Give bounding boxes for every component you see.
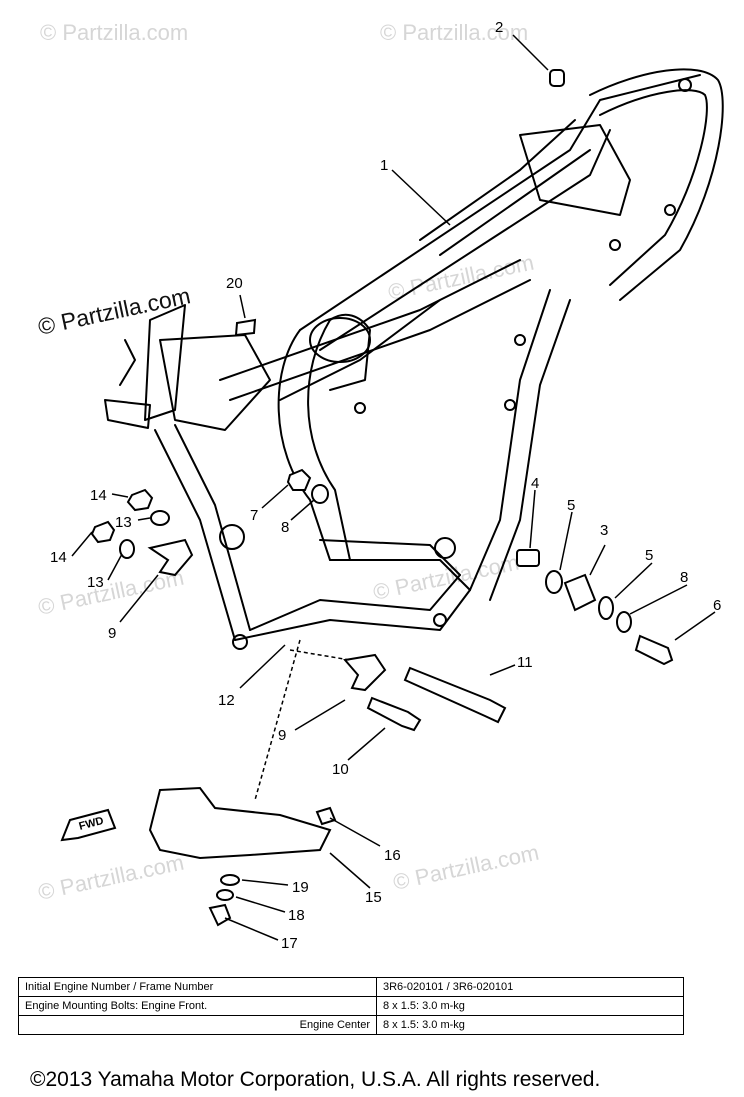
callout-3: 3	[600, 522, 608, 539]
washer-part	[545, 570, 563, 594]
table-row: Engine Center 8 x 1.5: 3.0 m-kg	[18, 1015, 684, 1035]
copyright-notice: ©2013 Yamaha Motor Corporation, U.S.A. A…	[30, 1068, 601, 1091]
callout-16: 16	[384, 847, 401, 864]
callout-10: 10	[332, 761, 349, 778]
washer-part	[598, 596, 614, 620]
spec-value: 3R6-020101 / 3R6-020101	[376, 977, 684, 997]
spec-value: 8 x 1.5: 3.0 m-kg	[376, 1015, 684, 1035]
callout-18: 18	[288, 907, 305, 924]
callout-12: 12	[218, 692, 235, 709]
callout-19: 19	[292, 879, 309, 896]
frame-drawing	[104, 68, 724, 650]
callout-13b: 13	[87, 574, 104, 591]
bolt-part	[516, 549, 540, 567]
bolt-part	[366, 696, 422, 732]
spec-value: 8 x 1.5: 3.0 m-kg	[376, 996, 684, 1016]
callout-17: 17	[281, 935, 298, 952]
watermark: © Partzilla.com	[40, 20, 188, 45]
callout-9b: 9	[278, 727, 286, 744]
watermark: © Partzilla.com	[36, 850, 186, 905]
callout-8b: 8	[680, 569, 688, 586]
callout-5a: 5	[567, 497, 575, 514]
table-row: Initial Engine Number / Frame Number 3R6…	[18, 977, 684, 997]
callout-14a: 14	[90, 487, 107, 504]
callout-9a: 9	[108, 625, 116, 642]
table-row: Engine Mounting Bolts: Engine Front. 8 x…	[18, 996, 684, 1016]
hardware-parts	[90, 69, 674, 927]
leader-lines	[71, 34, 716, 941]
callout-6: 6	[713, 597, 721, 614]
callout-20: 20	[226, 275, 243, 292]
nut-part	[286, 468, 312, 491]
bracket-part	[147, 538, 194, 577]
callout-13a: 13	[115, 514, 132, 531]
clip-part	[315, 806, 337, 826]
callout-2: 2	[495, 19, 503, 36]
skid-plate-part	[148, 786, 332, 860]
callout-8a: 8	[281, 519, 289, 536]
plate-part	[234, 318, 257, 337]
bolt-part	[634, 634, 674, 666]
callout-11: 11	[517, 654, 533, 671]
bushing-part	[563, 573, 597, 612]
nut-part	[126, 488, 154, 512]
spec-table: Initial Engine Number / Frame Number 3R6…	[18, 977, 684, 1035]
spec-label: Engine Mounting Bolts: Engine Front.	[18, 996, 377, 1016]
washer-part	[216, 889, 234, 901]
bracket-part	[343, 653, 387, 692]
callout-15: 15	[365, 889, 382, 906]
callout-1: 1	[380, 157, 388, 174]
watermark: © Partzilla.com	[391, 840, 541, 895]
nut-part	[90, 520, 116, 544]
frame-parts-diagram: © Partzilla.com © Partzilla.com © Partzi…	[36, 19, 724, 952]
washer-part	[150, 510, 170, 526]
washer-part	[119, 539, 135, 559]
fwd-arrow: FWD	[60, 808, 117, 842]
spec-label: Initial Engine Number / Frame Number	[18, 977, 377, 997]
callout-14b: 14	[50, 549, 67, 566]
callout-5b: 5	[645, 547, 653, 564]
watermark: © Partzilla.com	[380, 20, 528, 45]
callouts: 2 1 20 14 13 14 13 7 8 9 4 5 3 5 8 6 11 …	[50, 19, 721, 952]
cap-part	[549, 69, 565, 87]
washer-part	[616, 611, 632, 633]
washer-part	[220, 874, 240, 886]
washer-part	[311, 484, 329, 504]
callout-4: 4	[531, 475, 539, 492]
spec-label: Engine Center	[18, 1015, 377, 1035]
callout-7: 7	[250, 507, 258, 524]
long-bolt-part	[403, 666, 507, 724]
nut-part	[208, 903, 232, 927]
